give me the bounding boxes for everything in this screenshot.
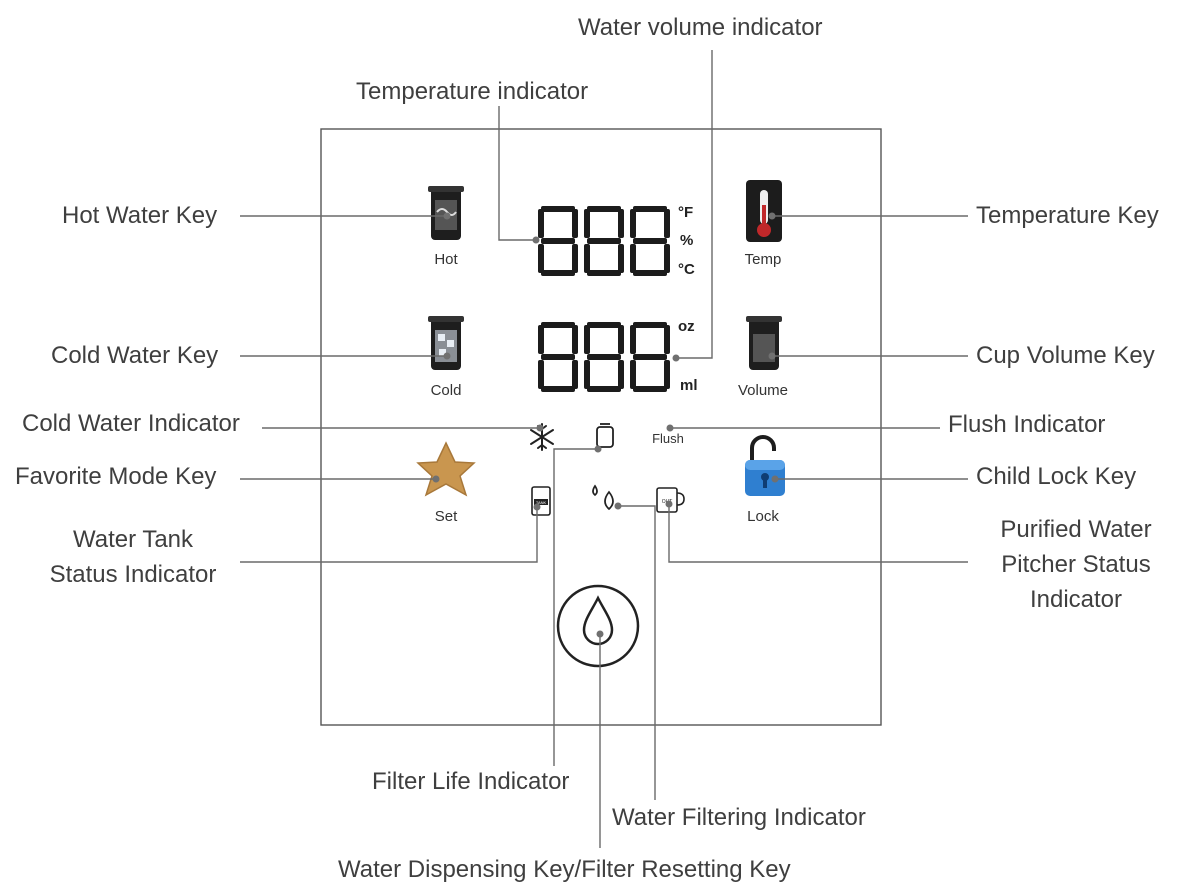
volume-digit-2-segment-1 — [633, 354, 667, 360]
temperature-indicator-display — [538, 206, 670, 276]
volume-digit-2-segment-6 — [664, 360, 670, 389]
volume-digit-1-segment-2 — [587, 386, 621, 392]
cup-volume-key[interactable] — [746, 316, 782, 370]
unit-percent: % — [680, 232, 694, 249]
volume-digit-2-segment-0 — [633, 322, 667, 328]
temp-digit-2-segment-6 — [664, 244, 670, 273]
pitcher-icon — [656, 487, 685, 513]
water-dispensing-key-callout: Water Dispensing Key/Filter Resetting Ke… — [338, 856, 791, 883]
filter-cartridge-icon — [596, 423, 614, 448]
set-label: Set — [434, 508, 458, 525]
unit-fahrenheit: °F — [678, 204, 694, 221]
cold-label: Cold — [430, 382, 462, 399]
temp-digit-0-segment-1 — [541, 238, 575, 244]
temp-digit-0-segment-4 — [572, 209, 578, 238]
temp-digit-2-segment-5 — [630, 244, 636, 273]
volume-digit-1-segment-4 — [618, 325, 624, 354]
volume-digit-2-segment-3 — [630, 325, 636, 354]
water-filtering-indicator-callout: Water Filtering Indicator — [612, 804, 866, 831]
volume-digit-0-segment-2 — [541, 386, 575, 392]
unit-celsius: °C — [678, 261, 695, 278]
temp-label: Temp — [744, 251, 782, 268]
temp-digit-2-segment-4 — [664, 209, 670, 238]
lock-label: Lock — [747, 508, 779, 525]
cold-water-indicator-callout: Cold Water Indicator — [22, 410, 240, 437]
temp-digit-0-segment-2 — [541, 270, 575, 276]
hot-label: Hot — [434, 251, 458, 268]
volume-digit-1-segment-6 — [618, 360, 624, 389]
temp-digit-0-segment-0 — [541, 206, 575, 212]
temperature-key-callout: Temperature Key — [976, 202, 1159, 229]
favorite-mode-key-callout: Favorite Mode Key — [15, 463, 217, 490]
volume-digit-0-segment-4 — [572, 325, 578, 354]
water-drop-icon — [582, 595, 614, 646]
cup-volume-key-callout: Cup Volume Key — [976, 342, 1155, 369]
leader-lines — [240, 50, 968, 848]
unit-oz: oz — [678, 318, 695, 335]
star-icon[interactable] — [416, 441, 476, 497]
temp-digit-0-segment-3 — [538, 209, 544, 238]
child-lock-key-callout: Child Lock Key — [976, 463, 1137, 490]
volume-digit-2-segment-2 — [633, 386, 667, 392]
temp-digit-1-segment-2 — [587, 270, 621, 276]
water-volume-indicator-display — [538, 322, 670, 392]
purified-water-pitcher-status-indicator-callout: Purified Water Pitcher Status Indicator — [1000, 516, 1152, 613]
temp-digit-0-segment-6 — [572, 244, 578, 273]
temp-digit-2-segment-3 — [630, 209, 636, 238]
tank-badge-text: TANK — [536, 500, 547, 505]
volume-digit-2-segment-4 — [664, 325, 670, 354]
volume-digit-0-segment-1 — [541, 354, 575, 360]
volume-digit-0-segment-0 — [541, 322, 575, 328]
temp-digit-1-segment-3 — [584, 209, 590, 238]
temp-digit-1-segment-4 — [618, 209, 624, 238]
temp-digit-2-segment-2 — [633, 270, 667, 276]
control-panel-frame — [320, 128, 882, 726]
flush-indicator-callout: Flush Indicator — [948, 411, 1106, 438]
unit-ml: ml — [680, 377, 698, 394]
temperature-indicator-callout: Temperature indicator — [356, 78, 589, 105]
volume-digit-1-segment-5 — [584, 360, 590, 389]
temp-digit-1-segment-0 — [587, 206, 621, 212]
volume-digit-1-segment-3 — [584, 325, 590, 354]
cold-water-key-callout: Cold Water Key — [51, 342, 219, 369]
temp-digit-0-segment-5 — [538, 244, 544, 273]
filter-life-indicator-callout: Filter Life Indicator — [372, 768, 570, 795]
water-dispensing-key[interactable] — [556, 584, 640, 668]
volume-digit-2-segment-5 — [630, 360, 636, 389]
volume-label: Volume — [737, 382, 789, 399]
cold-water-key[interactable] — [428, 316, 464, 370]
temp-digit-1-segment-6 — [618, 244, 624, 273]
temp-digit-2-segment-1 — [633, 238, 667, 244]
water-tank-status-indicator-callout: Water Tank Status Indicator — [49, 526, 217, 588]
water-drops-icon — [592, 484, 614, 511]
volume-digit-1-segment-1 — [587, 354, 621, 360]
hot-water-key-callout: Hot Water Key — [62, 202, 218, 229]
volume-digit-1-segment-0 — [587, 322, 621, 328]
flush-label: Flush — [652, 431, 684, 446]
water-volume-indicator-callout: Water volume indicator — [578, 14, 823, 41]
temp-digit-1-segment-5 — [584, 244, 590, 273]
volume-digit-0-segment-3 — [538, 325, 544, 354]
volume-digit-0-segment-6 — [572, 360, 578, 389]
thermometer-icon[interactable] — [746, 180, 782, 242]
volume-digit-0-segment-5 — [538, 360, 544, 389]
temp-digit-2-segment-0 — [633, 206, 667, 212]
temp-digit-1-segment-1 — [587, 238, 621, 244]
leader-dots — [432, 212, 779, 638]
padlock-icon[interactable] — [745, 435, 785, 496]
